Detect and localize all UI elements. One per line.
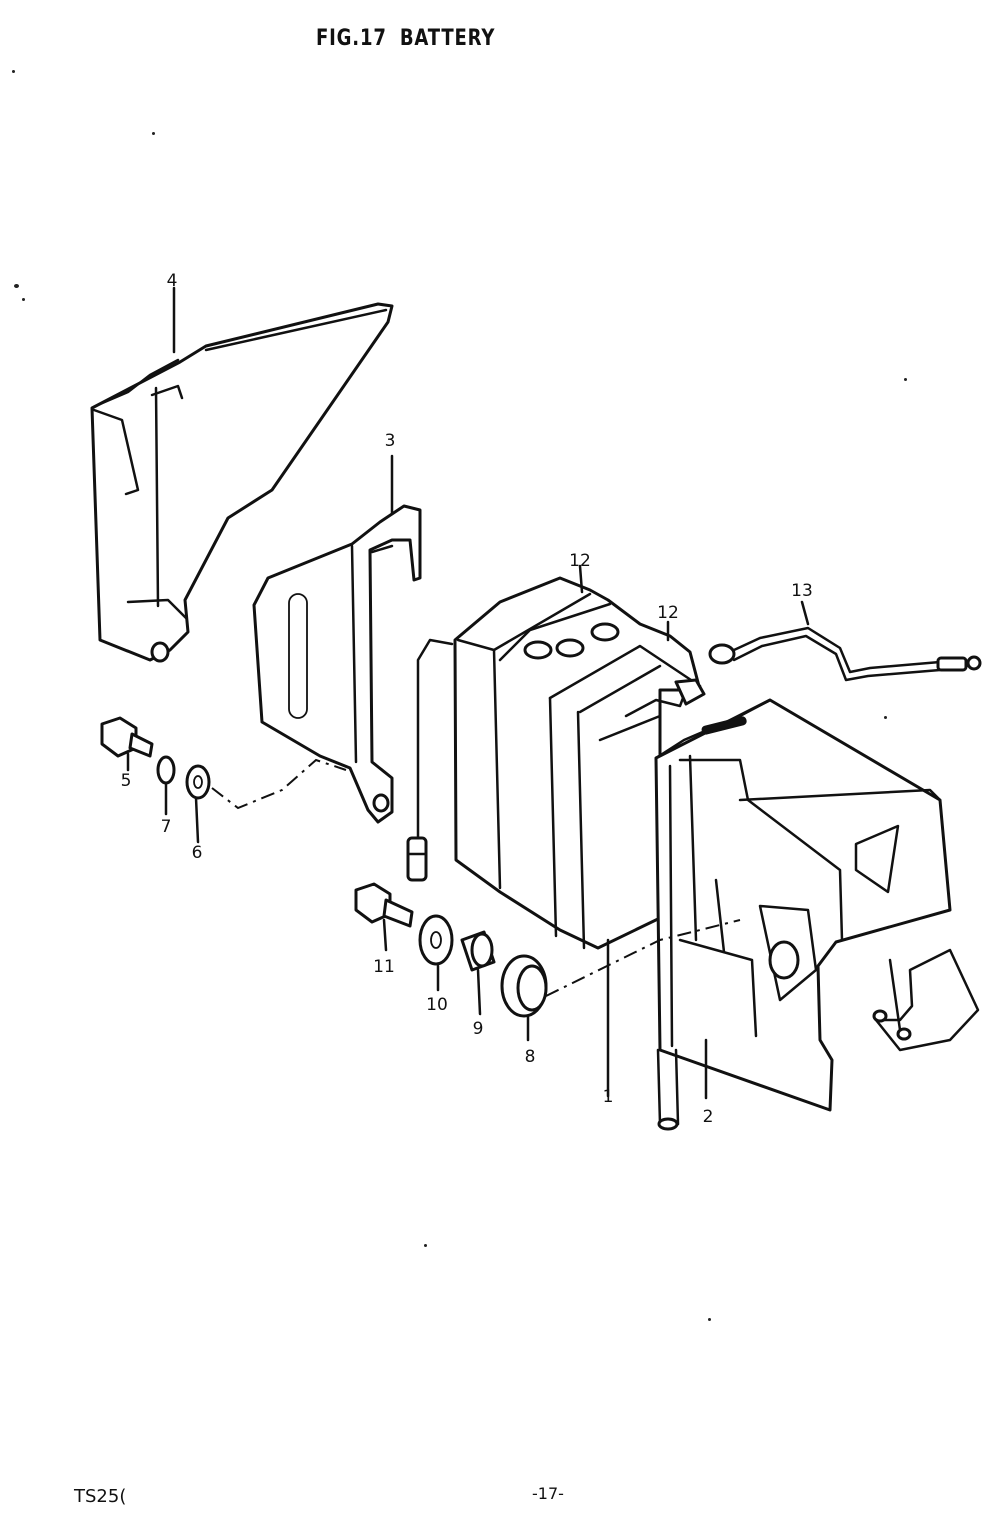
callout-10: 10 bbox=[426, 995, 448, 1015]
callout-12-a: 12 bbox=[569, 551, 591, 571]
callout-8: 8 bbox=[525, 1047, 536, 1067]
figure-title: FIG.17 BATTERY bbox=[316, 26, 508, 51]
scan-speck bbox=[152, 132, 155, 135]
scan-speck bbox=[14, 284, 19, 288]
scan-speck bbox=[424, 1244, 427, 1247]
callout-6: 6 bbox=[192, 843, 203, 863]
battery-case-part bbox=[654, 698, 980, 1131]
ground-lead-part bbox=[708, 626, 982, 682]
leader-lines bbox=[126, 286, 810, 1100]
callout-3: 3 bbox=[385, 431, 396, 451]
callout-11: 11 bbox=[373, 957, 395, 977]
scan-speck bbox=[12, 70, 15, 73]
callout-12-b: 12 bbox=[657, 603, 679, 623]
figure-name: BATTERY bbox=[399, 26, 496, 51]
scan-speck bbox=[22, 298, 25, 301]
scan-speck bbox=[884, 716, 887, 719]
callout-4: 4 bbox=[167, 271, 178, 291]
callout-2: 2 bbox=[703, 1107, 714, 1127]
lower-bolt-set-part bbox=[354, 882, 741, 1018]
callout-7: 7 bbox=[161, 817, 172, 837]
upper-bolt-set-part bbox=[100, 716, 347, 810]
scan-speck bbox=[904, 378, 907, 381]
figure-label: FIG.17 bbox=[316, 26, 387, 51]
footer-page-number: -17- bbox=[532, 1484, 564, 1503]
callout-5: 5 bbox=[121, 771, 132, 791]
callout-labels: 1 2 3 4 5 6 7 8 9 10 11 12 12 13 bbox=[121, 271, 813, 1127]
battery-part bbox=[406, 576, 706, 950]
battery-cover-part bbox=[90, 302, 394, 663]
footer-model-code: TS25( bbox=[74, 1486, 127, 1507]
scan-speck bbox=[708, 1318, 711, 1321]
callout-1: 1 bbox=[603, 1087, 614, 1107]
callout-9: 9 bbox=[473, 1019, 484, 1039]
battery-holder-plate-part bbox=[252, 504, 422, 824]
callout-13: 13 bbox=[791, 581, 813, 601]
